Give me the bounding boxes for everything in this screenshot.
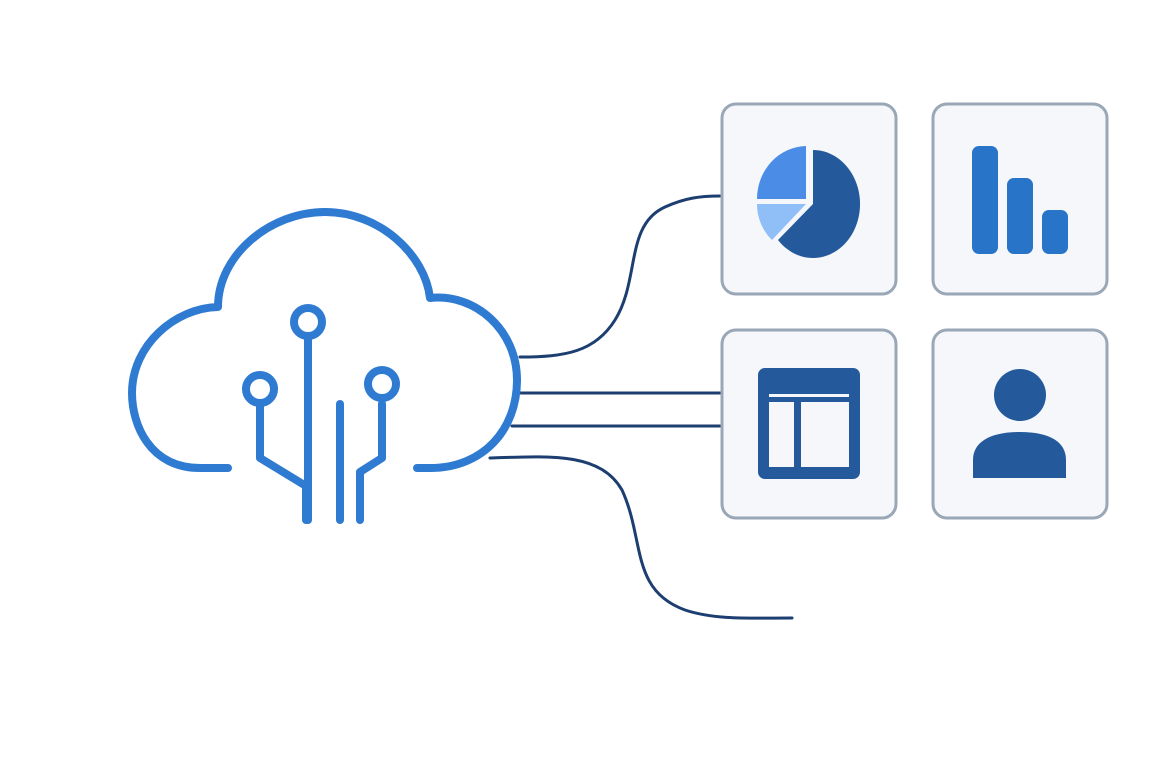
connector-open-end [488,455,794,620]
pie-chart-icon [756,146,861,258]
table-header-gap [769,394,849,397]
pie-main-segment [778,149,861,258]
user-head [994,369,1046,421]
circuit-trace-left [256,400,310,524]
circuit-node-right [364,366,400,402]
user-icon [973,369,1066,478]
cloud-outline [128,208,521,472]
pie-slice-top [757,146,806,199]
bar-short [1042,210,1068,254]
bar-tall [972,146,998,254]
circuit-trace-right [356,400,386,524]
bar-chart-icon [972,146,1068,254]
user-profile-tile [931,328,1109,520]
pie-chart-tile [720,102,898,296]
circuit-node-top [290,304,326,340]
connector-to-pie-chart [518,194,722,359]
circuit-node-left [242,371,278,407]
bar-chart-tile [931,102,1109,296]
pie-slice-bottom [756,204,806,240]
table-layout-icon [758,368,860,479]
table-layout-tile [720,328,898,520]
cloud-circuit-icon [128,208,521,524]
table-pane-left [769,402,794,467]
user-body [973,432,1066,478]
connectors [488,194,794,620]
table-pane-right [801,402,849,467]
bar-medium [1007,178,1033,254]
